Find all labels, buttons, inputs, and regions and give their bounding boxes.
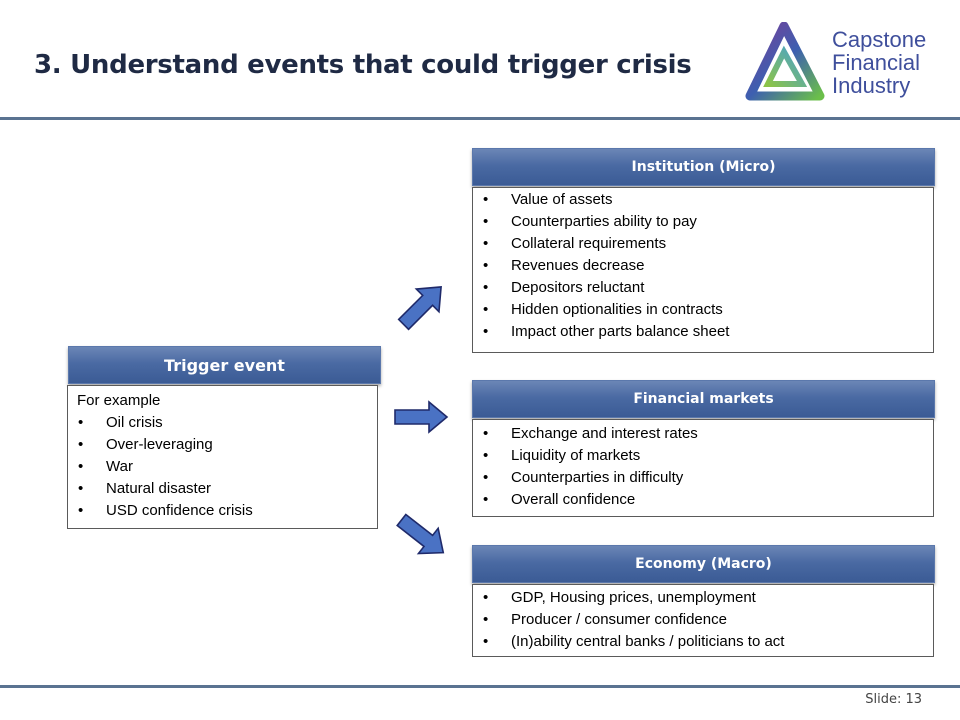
logo-line: Industry xyxy=(832,73,911,98)
list-item: Impact other parts balance sheet xyxy=(473,321,933,343)
economy-panel: GDP, Housing prices, unemployment Produc… xyxy=(472,584,934,657)
economy-list: GDP, Housing prices, unemployment Produc… xyxy=(473,587,933,653)
list-item: Exchange and interest rates xyxy=(473,423,933,445)
markets-list: Exchange and interest rates Liquidity of… xyxy=(473,423,933,511)
list-item: USD confidence crisis xyxy=(68,500,377,522)
arrow-down-right-icon xyxy=(396,513,445,555)
capstone-logo xyxy=(745,22,825,101)
slide-title: 3. Understand events that could trigger … xyxy=(34,50,692,80)
list-item: Overall confidence xyxy=(473,489,933,511)
logo-line: Financial xyxy=(832,50,921,75)
institution-header: Institution (Micro) xyxy=(472,148,935,186)
list-item: Depositors reluctant xyxy=(473,277,933,299)
list-item: Counterparties ability to pay xyxy=(473,211,933,233)
logo-wordmark: Capstone Financial Industry xyxy=(832,28,926,97)
arrow-up-right-icon xyxy=(397,286,442,331)
list-item: War xyxy=(68,456,377,478)
list-item: Collateral requirements xyxy=(473,233,933,255)
list-item: GDP, Housing prices, unemployment xyxy=(473,587,933,609)
list-item: Producer / consumer confidence xyxy=(473,609,933,631)
list-item: Hidden optionalities in contracts xyxy=(473,299,933,321)
institution-panel: Value of assets Counterparties ability t… xyxy=(472,187,934,353)
bottom-divider xyxy=(0,685,960,688)
list-item: Value of assets xyxy=(473,189,933,211)
logo-line: Capstone xyxy=(832,27,927,52)
economy-header: Economy (Macro) xyxy=(472,545,935,583)
list-item: Oil crisis xyxy=(68,412,377,434)
financial-markets-panel: Exchange and interest rates Liquidity of… xyxy=(472,419,934,517)
list-item: Over-leveraging xyxy=(68,434,377,456)
arrow-right-icon xyxy=(394,400,449,434)
list-item: Liquidity of markets xyxy=(473,445,933,467)
institution-list: Value of assets Counterparties ability t… xyxy=(473,189,933,343)
trigger-list: Oil crisis Over-leveraging War Natural d… xyxy=(68,412,377,522)
slide-number: Slide: 13 xyxy=(865,692,922,707)
trigger-event-panel: For example Oil crisis Over-leveraging W… xyxy=(67,385,378,529)
list-item: (In)ability central banks / politicians … xyxy=(473,631,933,653)
trigger-intro: For example xyxy=(77,392,161,409)
financial-markets-header: Financial markets xyxy=(472,380,935,418)
list-item: Natural disaster xyxy=(68,478,377,500)
trigger-event-header: Trigger event xyxy=(68,346,381,384)
list-item: Revenues decrease xyxy=(473,255,933,277)
top-divider xyxy=(0,117,960,120)
list-item: Counterparties in difficulty xyxy=(473,467,933,489)
